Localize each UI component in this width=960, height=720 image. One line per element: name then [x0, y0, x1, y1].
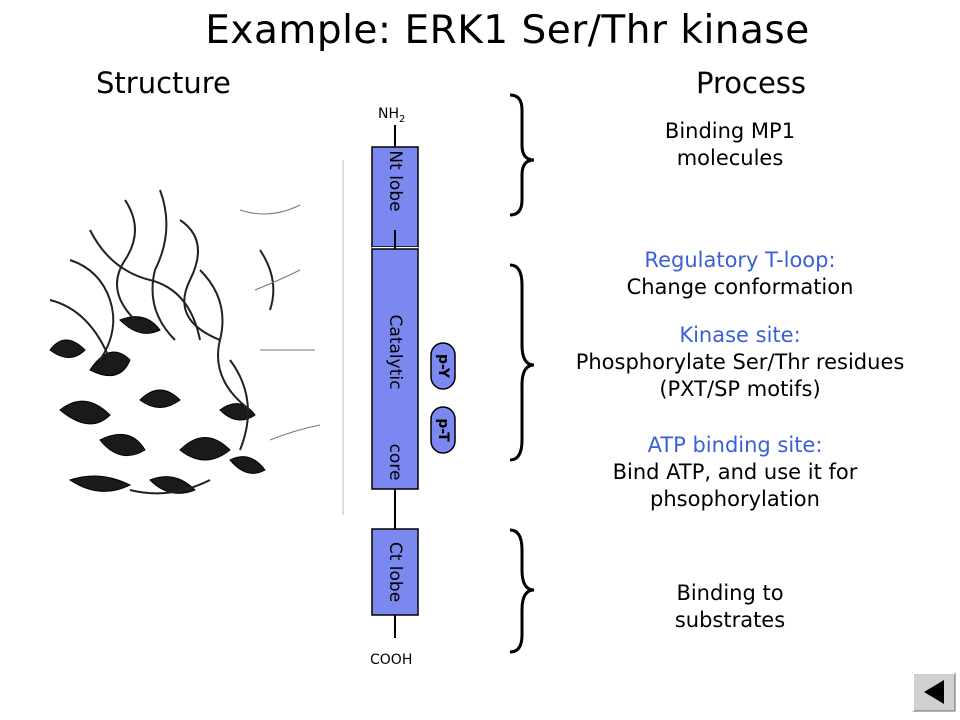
protein-structure-image: [49, 160, 344, 515]
core-label: core: [385, 443, 405, 481]
domain-diagram: [371, 125, 456, 638]
binding-mp1-text: Binding MP1 molecules: [664, 119, 796, 170]
atp-label: ATP binding site:: [647, 433, 823, 457]
kinase-label: Kinase site:: [679, 323, 801, 347]
n-terminus-label: NH2: [378, 106, 406, 125]
back-nav-button[interactable]: [912, 672, 956, 712]
ct-lobe-domain: [371, 528, 419, 616]
binding-substrates-text: Binding to substrates: [674, 581, 786, 632]
regulatory-label: Regulatory T-loop:: [644, 248, 836, 272]
regulatory-text: Change conformation: [626, 275, 854, 299]
back-arrow-icon: [924, 680, 944, 704]
regulatory-block: Regulatory T-loop: Change conformation: [560, 247, 920, 301]
kinase-block: Kinase site: Phosphorylate Ser/Thr resid…: [520, 322, 960, 403]
structure-heading: Structure: [96, 66, 231, 100]
p-t-site: [430, 406, 456, 454]
c-terminus-label: COOH: [370, 652, 413, 668]
p-y-site: [430, 342, 456, 390]
brace-catalytic: [509, 263, 535, 462]
nt-lobe-label: Nt lobe: [385, 150, 405, 212]
ct-lobe-label: Ct lobe: [385, 541, 405, 603]
p-t-label: p-T: [435, 418, 451, 442]
process-heading: Process: [696, 66, 807, 100]
atp-block: ATP binding site: Bind ATP, and use it f…: [550, 432, 920, 513]
catalytic-core-domain: [371, 248, 419, 490]
process-braces: [509, 93, 535, 654]
brace-binding-mp1: [509, 93, 535, 217]
catalytic-label: Catalytic: [385, 314, 405, 390]
p-y-label: p-Y: [435, 354, 451, 378]
brace-binding-substrates: [509, 528, 535, 654]
page-title: Example: ERK1 Ser/Thr kinase: [205, 8, 810, 53]
